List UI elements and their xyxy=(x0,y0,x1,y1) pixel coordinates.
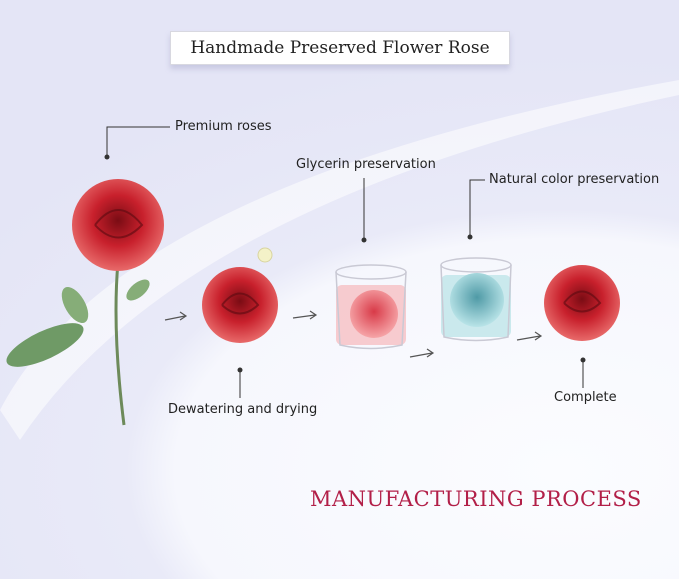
arrow-icons xyxy=(164,310,543,358)
section-title: MANUFACTURING PROCESS xyxy=(310,487,642,511)
premium-rose-icon xyxy=(6,179,164,426)
step-label-premium-roses: Premium roses xyxy=(175,119,272,134)
step-label-glycerin: Glycerin preservation xyxy=(296,157,436,172)
page-title: Handmade Preserved Flower Rose xyxy=(170,31,510,65)
color-glass-icon xyxy=(440,257,512,342)
complete-rose-icon xyxy=(544,265,620,341)
dried-rose-icon xyxy=(202,267,278,343)
petal-icon xyxy=(257,247,273,263)
step-label-dewatering: Dewatering and drying xyxy=(168,402,318,417)
step-label-natural-color: Natural color preservation xyxy=(489,172,660,187)
step-label-complete: Complete xyxy=(554,390,617,405)
glycerin-glass-icon xyxy=(335,264,407,350)
